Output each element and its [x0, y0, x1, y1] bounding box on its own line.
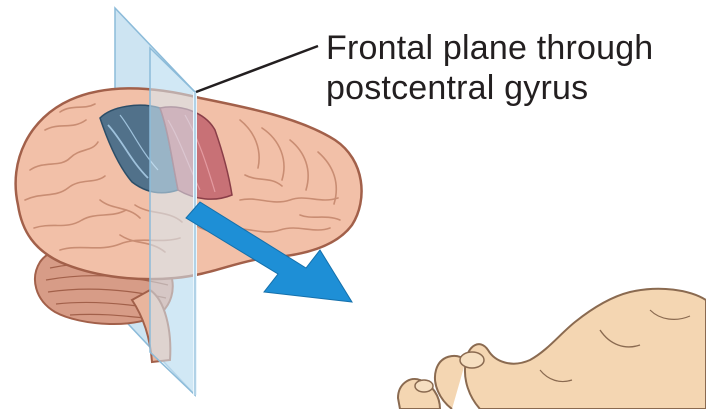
plane-label: Frontal plane through postcentral gyrus [326, 28, 653, 108]
frontal-plane-front [150, 48, 195, 395]
plane-label-line-1: Frontal plane through [326, 28, 653, 68]
plane-label-line-2: postcentral gyrus [326, 68, 653, 108]
label-leader-line [196, 46, 318, 92]
hand-illustration [398, 289, 706, 409]
